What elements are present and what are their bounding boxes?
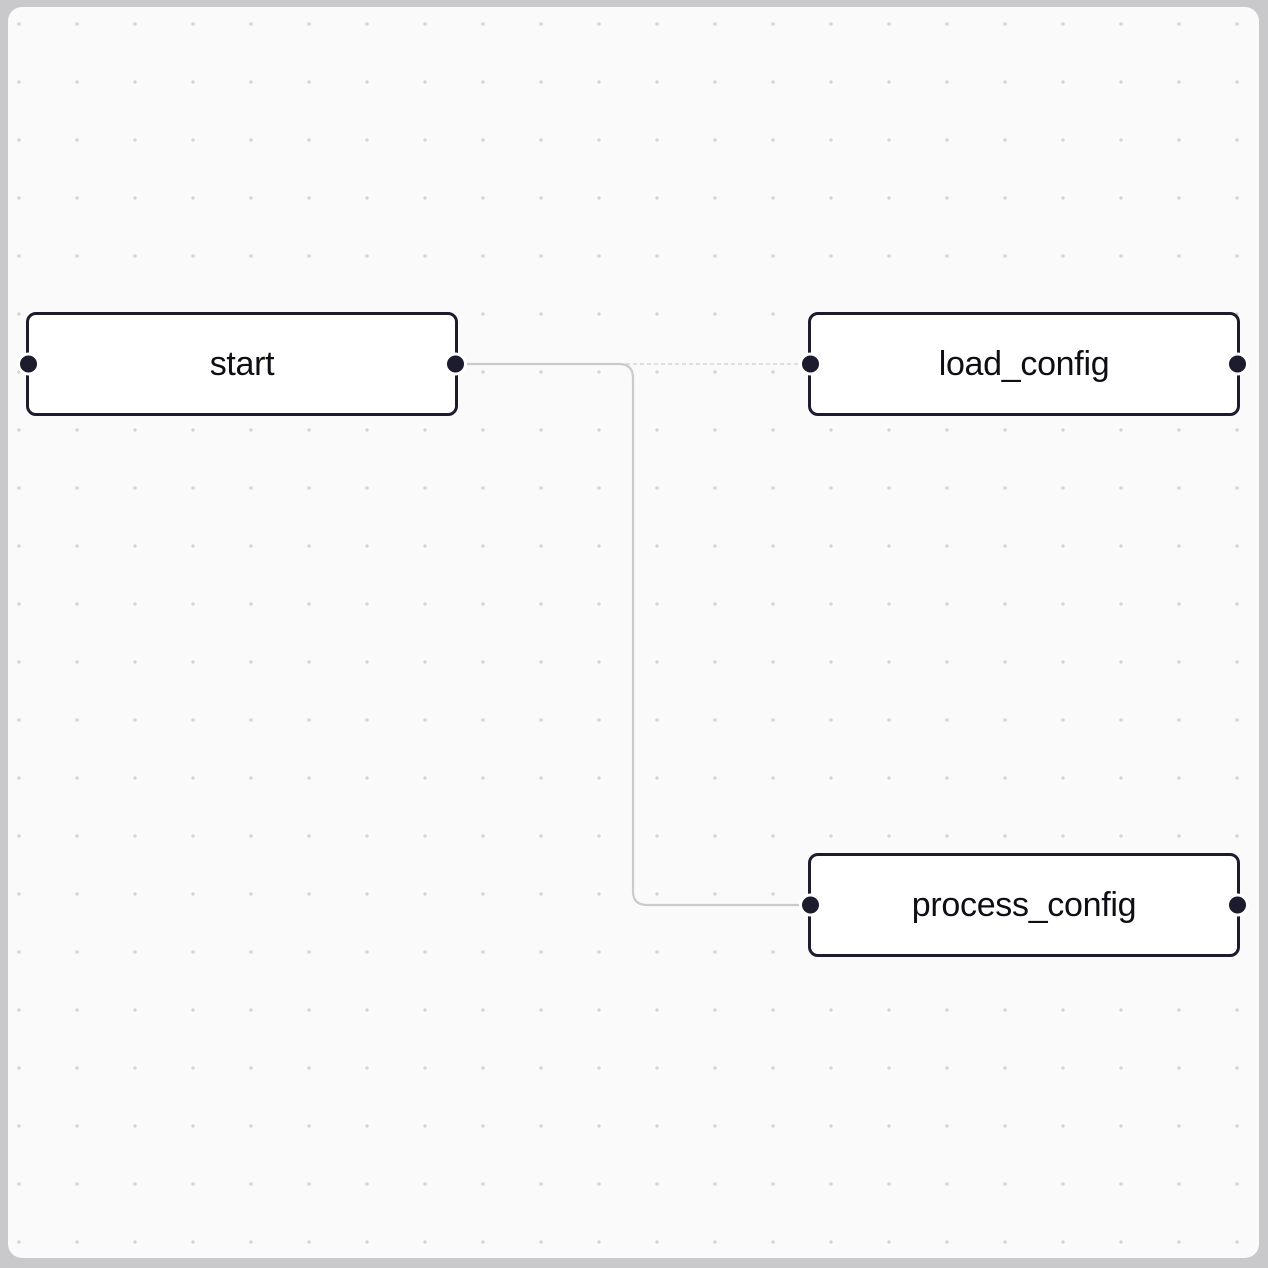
node-label: load_config — [938, 344, 1110, 383]
source-handle-icon[interactable] — [1226, 352, 1249, 376]
node-load_config[interactable]: load_config — [799, 312, 1249, 416]
node-process_config[interactable]: process_config — [799, 853, 1249, 957]
node-start[interactable]: start — [17, 312, 467, 416]
node-label: start — [209, 344, 275, 383]
target-handle-icon[interactable] — [17, 352, 40, 376]
source-handle-icon[interactable] — [1226, 893, 1249, 917]
target-handle-icon[interactable] — [799, 893, 822, 917]
source-handle-icon[interactable] — [444, 352, 467, 376]
node-label: process_config — [911, 885, 1137, 924]
edge-start-process_config[interactable] — [458, 362, 809, 907]
target-handle-icon[interactable] — [799, 352, 822, 376]
